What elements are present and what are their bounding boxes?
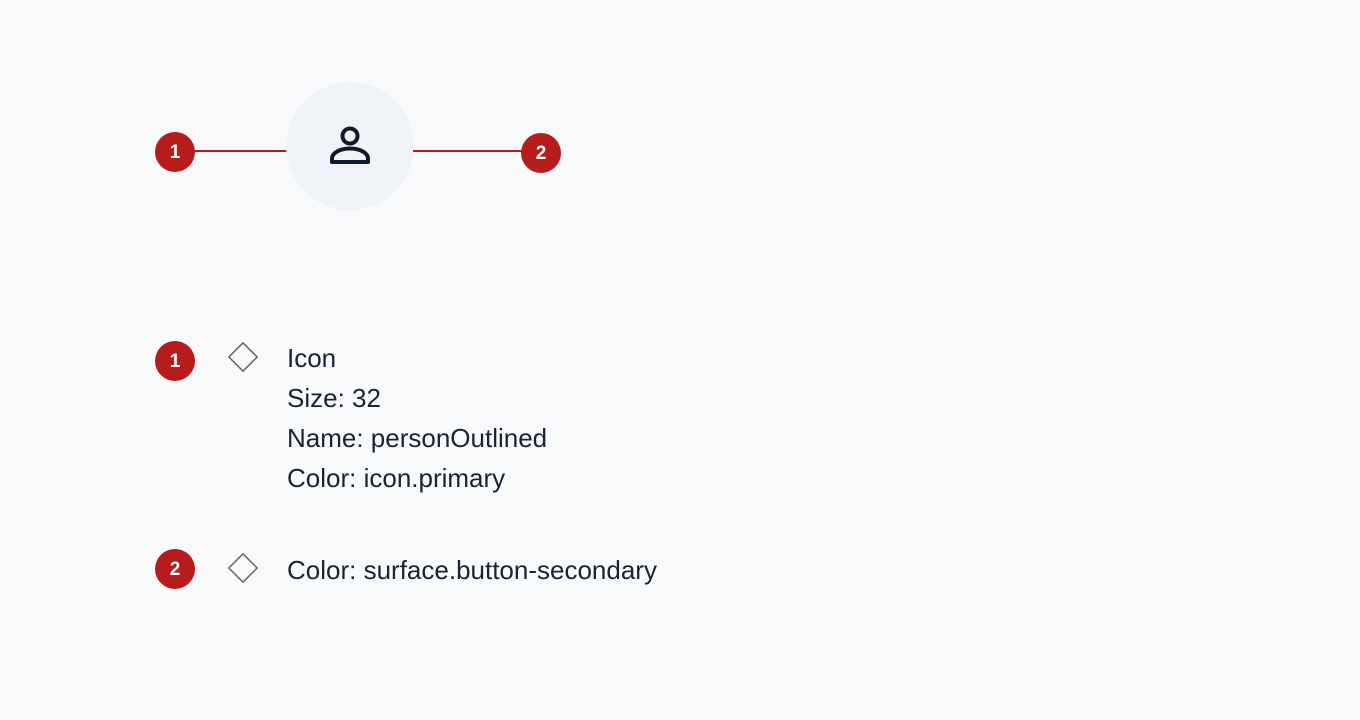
component-diamond-icon <box>227 341 259 373</box>
legend-2-color: Color: surface.button-secondary <box>287 555 657 585</box>
legend-1-color: Color: icon.primary <box>287 463 506 493</box>
person-outlined-icon <box>330 126 370 164</box>
legend-1-size: Size: 32 <box>287 383 381 413</box>
legend-1-text: Icon Size: 32 Name: personOutlined Color… <box>287 338 547 498</box>
legend-1-name: Name: personOutlined <box>287 423 548 453</box>
legend-badge-1: 1 <box>155 341 195 381</box>
annotation-connector-1 <box>194 150 300 152</box>
legend-2-text: Color: surface.button-secondary <box>287 550 657 590</box>
annotation-connector-2 <box>413 150 523 152</box>
person-icon-button[interactable] <box>286 82 414 210</box>
annotation-badge-2: 2 <box>521 133 561 173</box>
annotation-badge-1: 1 <box>155 132 195 172</box>
legend-badge-2: 2 <box>155 549 195 589</box>
legend-1-title: Icon <box>287 343 337 373</box>
component-diamond-icon <box>227 552 259 584</box>
